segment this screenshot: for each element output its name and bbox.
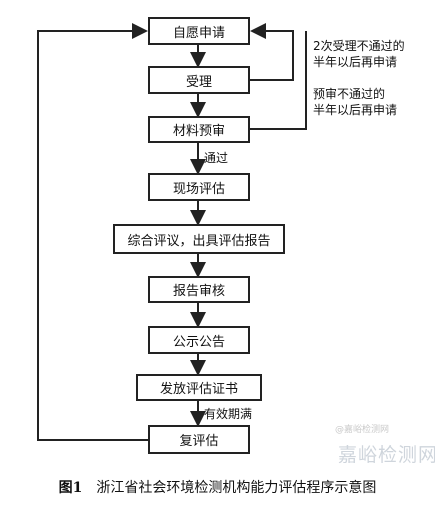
node-acceptance: 受理	[148, 66, 250, 94]
edge-label-pass: 通过	[204, 151, 229, 165]
note-precheck-fail-line-1: 预审不通过的	[313, 87, 386, 101]
node-reassessment: 复评估	[148, 425, 250, 454]
figure-title: 浙江省社会环境检测机构能力评估程序示意图	[96, 480, 377, 496]
note-precheck-fail: 预审不通过的 半年以后再申请	[313, 86, 397, 118]
node-material-precheck: 材料预审	[148, 116, 250, 143]
arrow-n3-feedback	[250, 31, 307, 130]
arrow-n2-feedback	[250, 23, 294, 81]
note-reject-twice: 2次受理不通过的 半年以后再申请	[313, 38, 405, 70]
node-report-audit: 报告审核	[148, 276, 250, 303]
arrow-n9-loop	[37, 23, 148, 441]
note-reject-twice-line-2: 半年以后再申请	[313, 55, 398, 69]
edge-label-valid-expired: 有效期满	[204, 407, 253, 421]
node-onsite-assessment: 现场评估	[148, 173, 250, 201]
node-public-notice: 公示公告	[148, 326, 250, 354]
note-precheck-fail-line-2: 半年以后再申请	[313, 103, 398, 117]
figure-caption: 图1 浙江省社会环境检测机构能力评估程序示意图	[0, 477, 435, 497]
watermark-brand: 嘉峪检测网	[338, 444, 435, 466]
watermark-small: @嘉峪检测网	[335, 425, 390, 435]
figure-number: 图1	[58, 480, 83, 496]
node-issue-certificate: 发放评估证书	[136, 374, 262, 401]
note-reject-twice-line-1: 2次受理不通过的	[313, 39, 405, 53]
node-review-report: 综合评议，出具评估报告	[113, 224, 285, 254]
node-voluntary-application: 自愿申请	[148, 17, 250, 45]
